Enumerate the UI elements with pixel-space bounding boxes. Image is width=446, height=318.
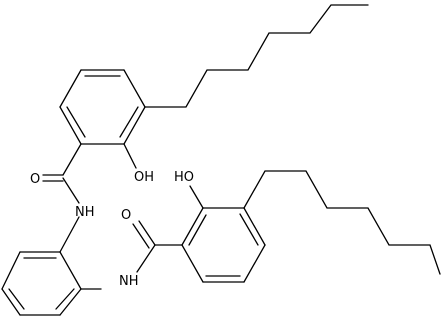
upper-heptyl-chain [144, 4, 369, 108]
lower-amide-group [132, 220, 183, 273]
upper-hydroxyl-bond [123, 143, 137, 169]
carbonyl-o-lower-label: O [121, 208, 131, 223]
lower-heptyl-chain [243, 170, 441, 275]
hydroxyl-upper-label: OH [134, 170, 154, 185]
lower-benzene-ring [181, 207, 266, 283]
upper-benzene-ring [59, 69, 146, 145]
carbonyl-o-upper-label: O [30, 172, 40, 187]
hydroxyl-lower-label: HO [174, 170, 194, 185]
amide-n-lower-label: NH [119, 274, 139, 289]
central-benzene-ring [1, 216, 102, 316]
upper-amide-group [42, 143, 82, 204]
amide-n-upper-label: NH [75, 205, 95, 220]
lower-hydroxyl-bond [189, 185, 204, 209]
